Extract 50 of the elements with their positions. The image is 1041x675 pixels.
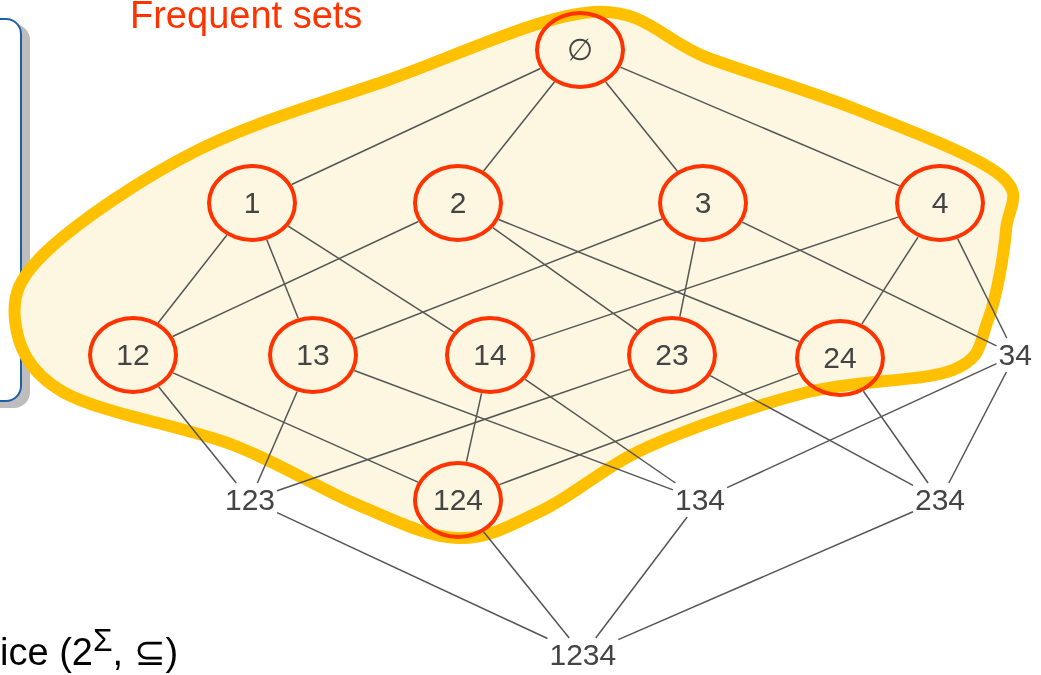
lattice-edge — [172, 372, 419, 483]
lattice-edge — [482, 81, 556, 172]
lattice-edge — [741, 221, 998, 347]
lattice-edge — [353, 218, 663, 340]
circled-itemset: 1 — [207, 164, 297, 242]
itemset-label: 34 — [996, 338, 1034, 372]
itemset-label: 234 — [913, 483, 968, 517]
lattice-edge — [604, 81, 679, 172]
lattice-edge — [726, 362, 998, 489]
lattice-edge — [276, 368, 631, 492]
lattice-edge — [948, 371, 1008, 484]
circled-itemset: 12 — [88, 316, 178, 394]
lattice-edge — [498, 372, 800, 486]
circled-itemset: 14 — [445, 316, 535, 394]
itemset-label: 123 — [223, 483, 278, 517]
circled-itemset: 4 — [895, 164, 985, 242]
lattice-edge — [862, 390, 929, 484]
region-title: Frequent sets — [130, 0, 363, 37]
circled-itemset: 3 — [658, 164, 748, 242]
lattice-edge — [266, 239, 299, 319]
lattice-edge — [492, 226, 638, 332]
lattice-edge — [483, 531, 570, 639]
circled-itemset: 13 — [268, 316, 358, 394]
circled-itemset: 2 — [413, 164, 503, 242]
lattice-edge — [957, 238, 1008, 339]
lattice-edge — [498, 218, 800, 343]
lattice-edge — [256, 390, 298, 484]
lattice-edge — [158, 386, 238, 484]
lattice-edge — [353, 369, 674, 491]
itemset-label: 1234 — [547, 638, 619, 672]
lattice-edge — [619, 66, 901, 187]
caption-text: ice (2$^{Σ}$, ⊆) — [0, 622, 179, 674]
lattice-edge — [594, 516, 688, 639]
lattice-edge — [171, 220, 420, 338]
lattice-edge — [617, 511, 914, 641]
circled-itemset: 24 — [795, 319, 885, 397]
lattice-edge — [465, 392, 483, 463]
circled-itemset: 23 — [627, 316, 717, 394]
circled-itemset: ∅ — [535, 11, 625, 89]
lattice-edge — [276, 511, 549, 640]
itemset-label: 134 — [673, 483, 728, 517]
lattice-edge — [861, 236, 919, 325]
lattice-edge — [157, 234, 228, 324]
lattice-edge — [290, 67, 542, 186]
lattice-edge — [679, 240, 696, 318]
circled-itemset: 124 — [413, 461, 503, 539]
lattice-edge — [524, 378, 677, 484]
lattice-edge — [531, 216, 899, 342]
lattice-edge — [709, 374, 914, 487]
lattice-edge — [287, 225, 455, 333]
